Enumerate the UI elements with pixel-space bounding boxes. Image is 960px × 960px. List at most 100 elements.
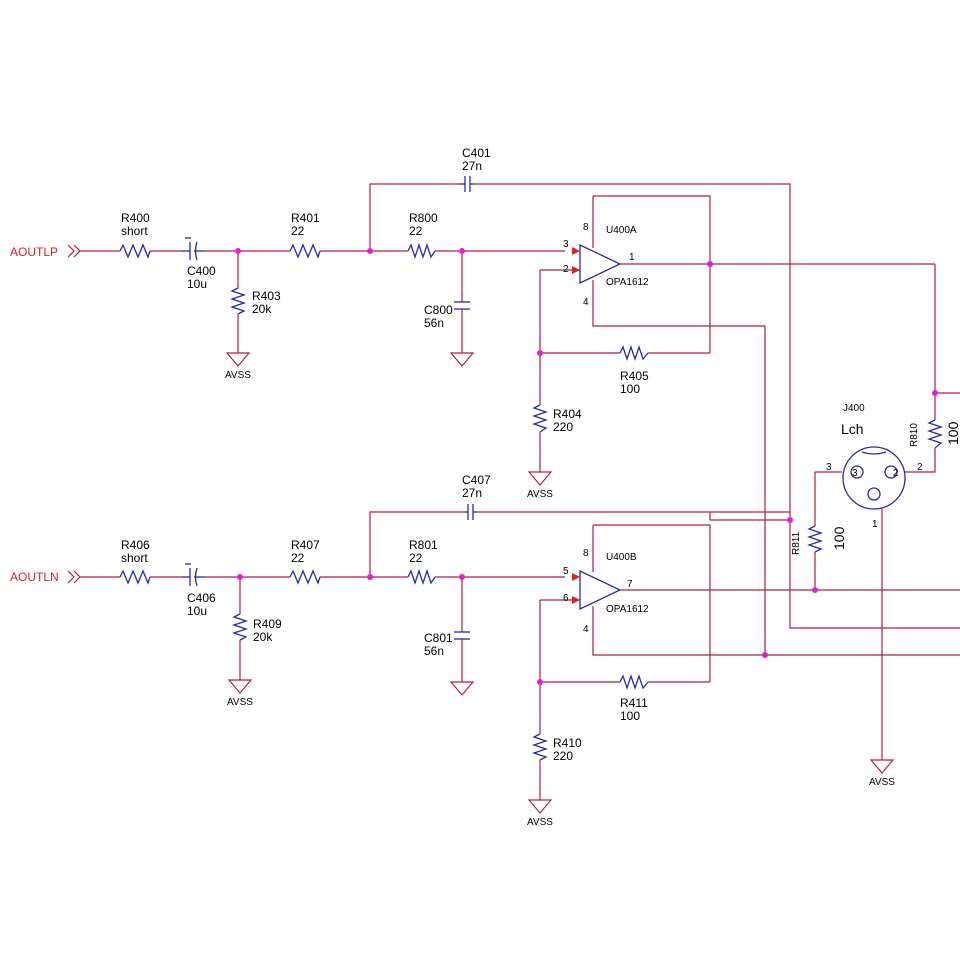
c407-val: 27n — [462, 486, 482, 500]
pin-arrow — [572, 247, 580, 255]
r403-ref: R403 — [252, 289, 281, 303]
ground-symbol — [225, 352, 251, 367]
junction-dot — [367, 248, 373, 254]
resistor-r800[interactable] — [407, 242, 436, 260]
port-aoutlp-arrow[interactable] — [67, 244, 81, 258]
resistor-r403[interactable] — [229, 287, 247, 315]
c800-ref: C800 — [424, 303, 453, 317]
r403-val: 20k — [252, 302, 272, 316]
resistor-r407[interactable] — [289, 569, 321, 585]
avss-label: AVSS — [227, 697, 253, 708]
j400-val: Lch — [841, 421, 864, 437]
resistor-r400[interactable] — [119, 243, 151, 259]
resistor-r810[interactable] — [926, 419, 944, 449]
r405-ref: R405 — [620, 369, 649, 383]
junction-dot — [762, 652, 768, 658]
resistor-r406[interactable] — [119, 569, 151, 585]
c406-ref: C406 — [187, 591, 216, 605]
pin-arrow — [572, 596, 580, 604]
r405-val: 100 — [620, 382, 640, 396]
avss-label: AVSS — [527, 817, 553, 828]
j-inner-3: 3 — [852, 468, 858, 479]
port-aoutln-arrow[interactable] — [67, 570, 81, 584]
resistor-r404[interactable] — [531, 404, 549, 433]
r401-val: 22 — [291, 224, 305, 238]
junction-dot — [537, 350, 543, 356]
junction-dot — [237, 574, 243, 580]
r407-ref: R407 — [291, 538, 320, 552]
r410-ref: R410 — [553, 736, 582, 750]
ua-pin-2: 2 — [563, 264, 569, 275]
junction-dot — [932, 390, 938, 396]
j-pin-2: 2 — [917, 462, 923, 473]
resistor-r401[interactable] — [289, 243, 321, 259]
xlr-connector-j400[interactable] — [842, 446, 906, 510]
ua-pin-4: 4 — [583, 297, 589, 308]
ub-pin-7: 7 — [627, 579, 633, 590]
j-pin-3: 3 — [826, 462, 832, 473]
r404-val: 220 — [553, 420, 573, 434]
c406-val: 10u — [187, 604, 207, 618]
capacitor-c407[interactable] — [464, 504, 477, 520]
avss-label: AVSS — [869, 777, 895, 788]
ua-pin-8: 8 — [583, 222, 589, 233]
capacitor-c400[interactable] — [182, 237, 205, 261]
resistor-r405[interactable] — [619, 344, 649, 362]
capacitor-c406[interactable] — [182, 563, 205, 587]
c800-val: 56n — [424, 316, 444, 330]
u400a-val: OPA1612 — [606, 277, 649, 288]
pin-arrow — [572, 573, 580, 581]
c401-val: 27n — [462, 159, 482, 173]
r401-ref: R401 — [291, 211, 320, 225]
c801-val: 56n — [424, 644, 444, 658]
resistor-r410[interactable] — [531, 733, 549, 761]
channel-n: AOUTLN R406 short C406 10u R409 20k AVSS… — [10, 473, 960, 828]
port-aoutlp-label: AOUTLP — [10, 245, 58, 259]
capacitor-c801[interactable] — [454, 631, 470, 640]
resistor-r409[interactable] — [231, 613, 249, 641]
ub-pin-6: 6 — [563, 593, 569, 604]
r409-val: 20k — [253, 630, 273, 644]
u400b-val: OPA1612 — [606, 604, 649, 615]
u400b-ref: U400B — [606, 552, 637, 563]
capacitor-c401[interactable] — [460, 176, 474, 192]
j-inner-2: 2 — [893, 468, 899, 479]
c400-val: 10u — [187, 277, 207, 291]
opamp-u400b[interactable] — [579, 569, 622, 611]
ground-symbol — [227, 679, 253, 694]
r801-ref: R801 — [409, 538, 438, 552]
r800-ref: R800 — [409, 211, 438, 225]
ground-symbol — [869, 759, 895, 774]
ua-pin-3: 3 — [563, 239, 569, 250]
r800-val: 22 — [409, 224, 423, 238]
port-aoutln-label: AOUTLN — [10, 570, 59, 584]
r409-ref: R409 — [253, 617, 282, 631]
r400-val: short — [121, 224, 148, 238]
pin-arrow — [572, 266, 580, 274]
j400-ref: J400 — [843, 403, 865, 414]
c801-ref: C801 — [424, 631, 453, 645]
r801-val: 22 — [409, 551, 423, 565]
resistor-r801[interactable] — [407, 568, 436, 586]
c400-ref: C400 — [187, 264, 216, 278]
r411-ref: R411 — [620, 696, 648, 710]
resistor-r811[interactable] — [806, 525, 824, 553]
resistor-r411[interactable] — [619, 673, 649, 691]
ub-pin-5: 5 — [563, 566, 569, 577]
r406-ref: R406 — [121, 538, 150, 552]
opamp-u400a[interactable] — [579, 243, 622, 285]
junction-dot — [787, 517, 793, 523]
ground-symbol — [449, 352, 475, 367]
capacitor-c800[interactable] — [454, 301, 470, 310]
channel-p: AOUTLP R400 short C400 10u R403 20k AVSS… — [10, 146, 935, 655]
ground-symbol — [527, 471, 553, 486]
junction-dot — [459, 574, 465, 580]
junction-dot — [459, 248, 465, 254]
output-section: R810 100 R811 100 J400 Lch 3 2 3 2 1 AVS… — [710, 264, 960, 788]
ua-pin-1: 1 — [629, 252, 635, 263]
junction-dot — [235, 248, 241, 254]
junction-dot — [537, 679, 543, 685]
r400-ref: R400 — [121, 211, 150, 225]
r811-val: 100 — [831, 526, 847, 550]
